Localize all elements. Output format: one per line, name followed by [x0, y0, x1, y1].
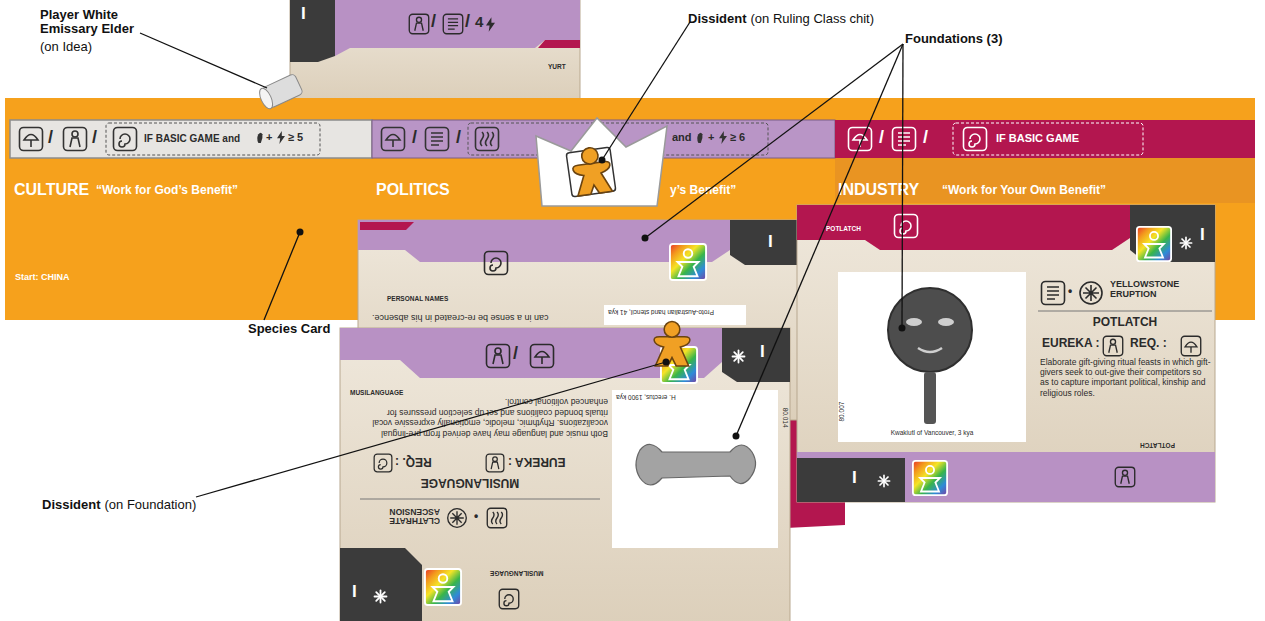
- card-text: POTLATCH: [1038, 316, 1212, 329]
- card-text: +: [266, 131, 272, 143]
- card-text: CLATHRATE ASCENSION: [372, 506, 440, 525]
- card-text: “Work for God’s Benefit”: [96, 184, 238, 197]
- card-text: MUSILANGUAGE: [490, 570, 543, 577]
- callout-label: (on Ruling Class chit): [751, 12, 875, 26]
- card-text: MUSILANGUAGE: [350, 389, 403, 396]
- card-text: H. erectus, 1900 kya: [616, 394, 676, 401]
- callout-label: Dissident: [42, 498, 101, 512]
- card-text: /: [879, 128, 884, 148]
- foundation-card-art: [358, 220, 800, 420]
- card-text: can in a sense be re-created in his abse…: [372, 312, 549, 322]
- callout-label: (on Foundation): [105, 498, 197, 512]
- card-text: /: [513, 344, 518, 364]
- card-text: YELLOWSTONE ERUPTION: [1110, 280, 1210, 300]
- card-text: REQ. :: [1130, 337, 1167, 350]
- card-text: /: [92, 128, 97, 148]
- background-card: [786, 408, 845, 528]
- card-text: ≥ 6: [730, 131, 745, 143]
- leader-dots: [297, 157, 906, 440]
- yurt-card-art: [290, 0, 580, 100]
- callout-label: Species Card: [248, 322, 330, 336]
- card-text: Both music and language may have derived…: [352, 396, 608, 439]
- card-text: I: [852, 466, 857, 485]
- card-text: I: [352, 583, 357, 602]
- callout-label: Dissident: [688, 12, 747, 26]
- card-text: POTLATCH: [826, 225, 861, 232]
- foundation-card: MUSILANGUAGE / I Both music and language ma…: [340, 328, 790, 621]
- card-text: POLITICS: [376, 181, 450, 199]
- leader-lines: [140, 22, 903, 497]
- card-text: /: [923, 128, 928, 148]
- card-text: Elaborate gift-giving ritual feasts in w…: [1040, 357, 1212, 398]
- card-text: EUREKA :: [508, 455, 566, 468]
- card-text: •: [474, 510, 478, 523]
- card-text: I: [768, 233, 773, 252]
- card-text: /: [431, 12, 436, 32]
- card-text: I: [760, 343, 765, 362]
- card-text: YURT: [548, 63, 566, 70]
- card-text: “Work for Your Own Benefit”: [942, 184, 1106, 197]
- card-text: POTLATCH: [1140, 442, 1175, 449]
- card-text: •: [1068, 285, 1072, 298]
- card-text: MUSILANGUAGE: [400, 476, 540, 489]
- emissary-elder-piece: [257, 73, 303, 110]
- card-text: IF BASIC GAME and: [144, 133, 240, 144]
- card-text: REQ. :: [395, 455, 432, 468]
- card-text: I: [1200, 226, 1205, 245]
- foundation-card: POTLATCH I • YELLOWSTONE ERUPTION POTLATCH EU…: [797, 205, 1215, 502]
- card-text: Proto-Australian hand stencil, 41 kya: [608, 309, 714, 316]
- species-card-art: [5, 98, 1255, 320]
- callout-label: (on Idea): [40, 40, 92, 54]
- card-text: CULTURE: [14, 181, 89, 199]
- card-text: +: [708, 131, 714, 143]
- card-text: 4: [475, 14, 483, 31]
- card-text: Kwakiutl of Vancouver, 3 kya: [838, 429, 1026, 436]
- card-text: EUREKA :: [1042, 337, 1100, 350]
- card-text: I: [301, 5, 306, 24]
- card-text: PERSONAL NAMES: [387, 295, 448, 302]
- card-text: /: [412, 128, 417, 148]
- foundation-card: PERSONAL NAMES Ican in a sense be re-crea…: [358, 220, 800, 420]
- card-text: /: [48, 128, 53, 148]
- card-text: y’s Benefit”: [670, 184, 736, 197]
- card-text: IF BASIC GAME: [996, 132, 1079, 144]
- idea-card: I / / 4YURT: [290, 0, 580, 100]
- foundation-card-art: [340, 322, 790, 621]
- card-text: Start: CHINA: [15, 273, 70, 283]
- card-text: INDUSTRY: [838, 181, 919, 199]
- card-text: 80.014: [781, 408, 788, 428]
- foundation-card-art: [797, 205, 1215, 502]
- card-text: and: [672, 131, 692, 143]
- callout-label: Player White Emissary Elder: [40, 8, 152, 37]
- card-text: 80.007: [838, 402, 845, 422]
- ruling-class-chit: [536, 118, 667, 206]
- card-text: /: [465, 12, 470, 32]
- card-text: ≥ 5: [288, 131, 303, 143]
- species-card: / / IF BASIC GAME and + ≥ 5 CULTURE “Work for …: [5, 98, 1255, 320]
- card-text: /: [456, 128, 461, 148]
- callout-label: Foundations (3): [905, 32, 1003, 46]
